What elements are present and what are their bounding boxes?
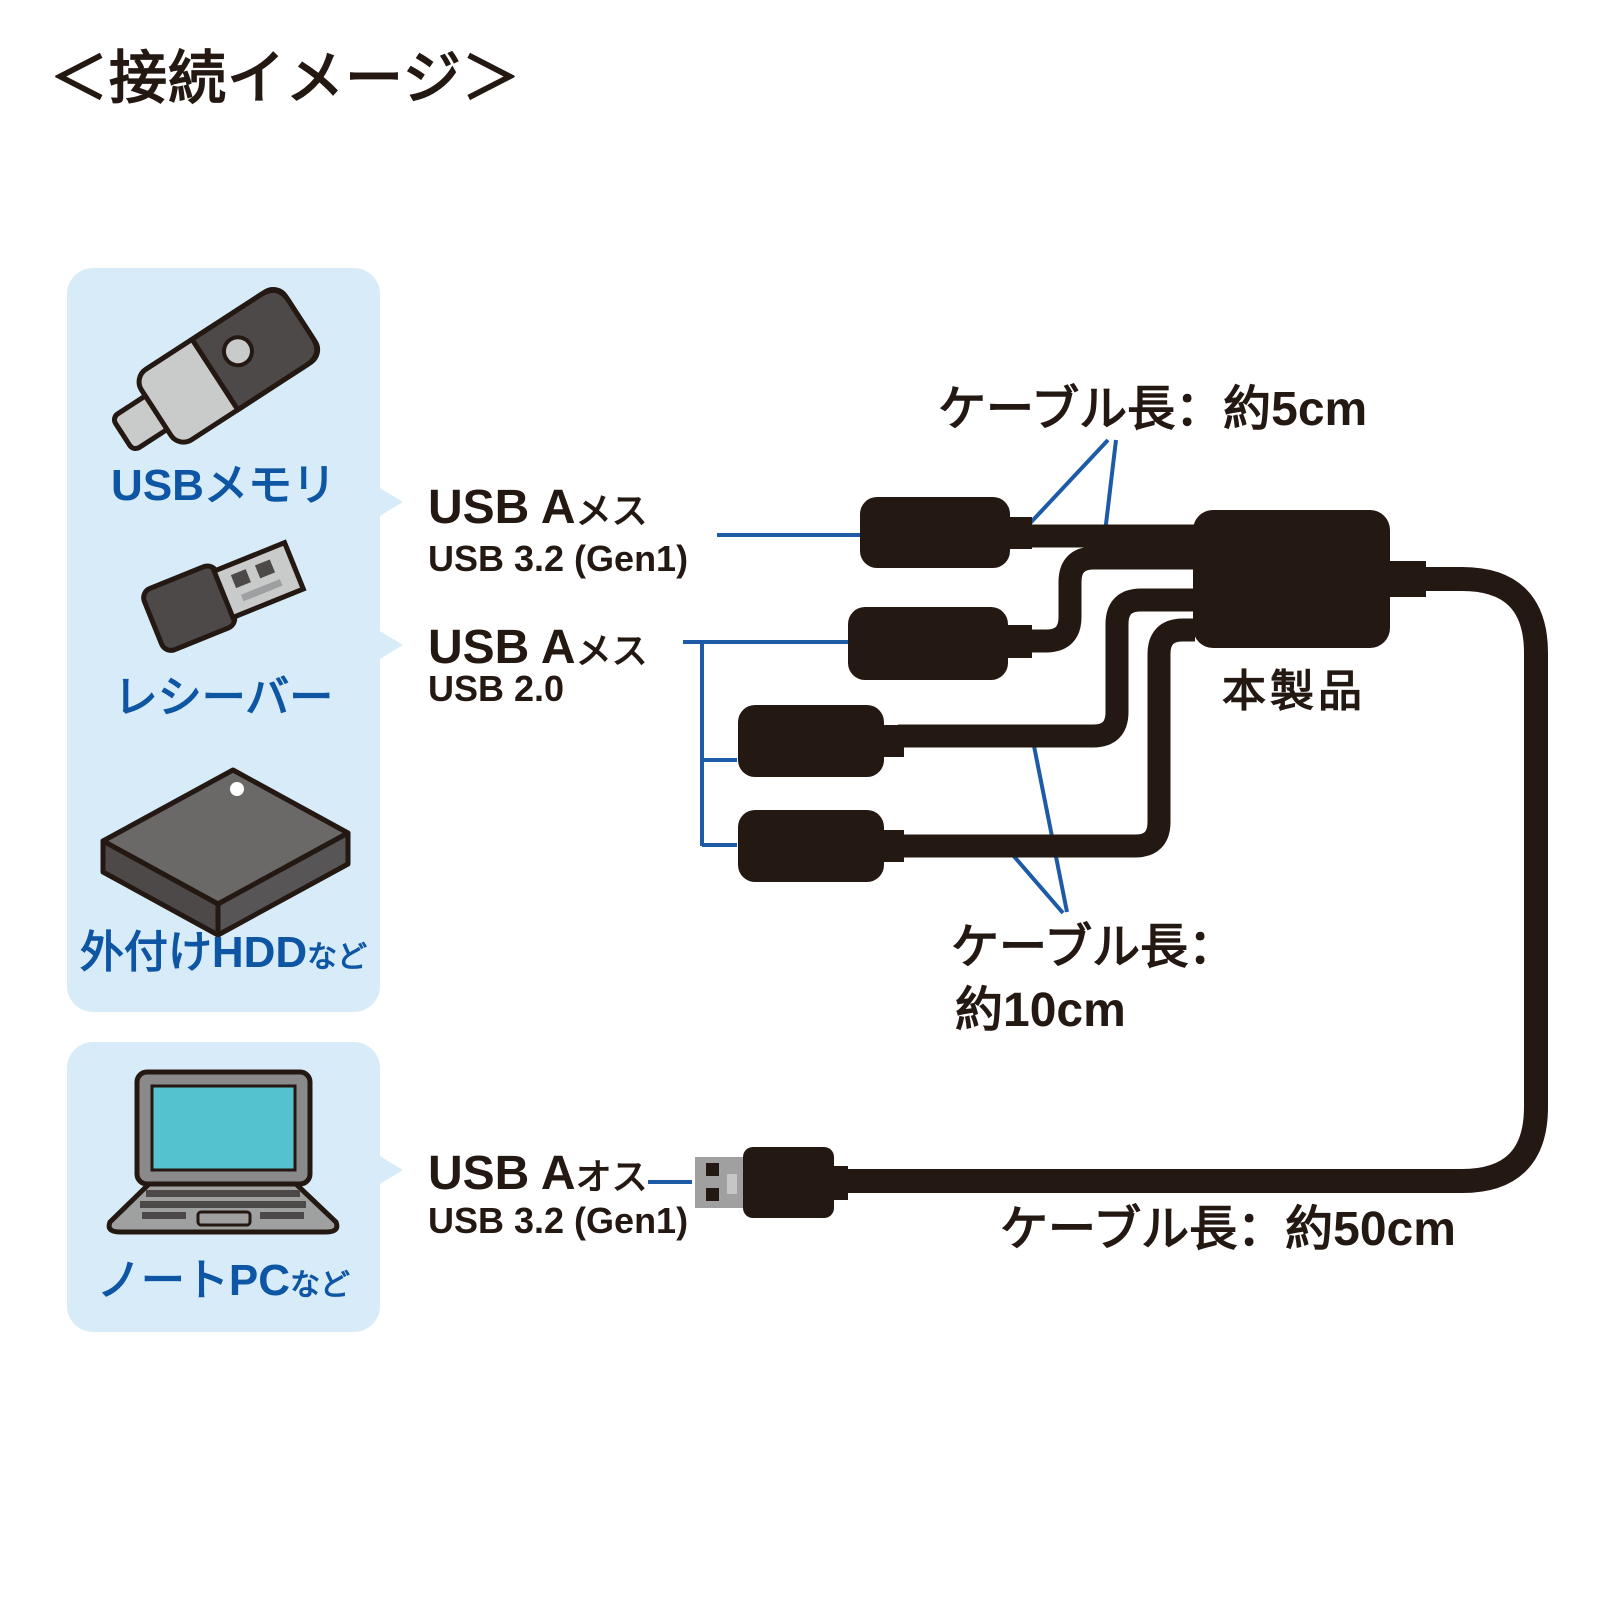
product-label: 本製品: [1222, 667, 1366, 716]
cable10cm-pointer-lines: [1003, 740, 1069, 915]
page-title: ＜接続イメージ＞: [50, 46, 521, 111]
hub-body: [1193, 510, 1390, 648]
cable5cm-pointer-lines: [1018, 438, 1118, 567]
hub-cable-stub: [1388, 561, 1426, 597]
label-laptop-suffix: など: [290, 1269, 351, 1302]
panel-arrows: [378, 487, 403, 1185]
female-connector-3-tip: [880, 725, 904, 757]
port2-label: USB Aメス: [428, 624, 648, 672]
label-usb-memory: USBメモリ: [67, 464, 380, 508]
port2-spec: USB 2.0: [428, 668, 565, 709]
female-connector-3: [738, 705, 884, 777]
cable-port3: [898, 588, 1195, 748]
port1-latin: USB A: [428, 481, 576, 534]
note-cable-50cm: ケーブル長：約50cm: [1000, 1203, 1456, 1256]
hub-body-group: [1193, 510, 1426, 648]
arrow-to-port1-icon: [378, 487, 403, 517]
hub-cables: [898, 524, 1195, 858]
port3-latin: USB A: [428, 1147, 576, 1200]
arrow-to-port3-icon: [378, 1155, 403, 1185]
label-receiver-text: レシーバー: [113, 673, 334, 722]
label-external-hdd: 外付けHDDなど: [67, 931, 380, 975]
label-laptop: ノートPCなど: [67, 1259, 380, 1303]
cable-port4: [898, 618, 1195, 858]
port3-spec: USB 3.2 (Gen1): [428, 1200, 689, 1241]
port2-bracket-line: [683, 640, 850, 847]
port1-spec: USB 3.2 (Gen1): [428, 538, 689, 579]
device-panel-peripherals: [67, 268, 380, 1012]
port1-label: USB Aメス: [428, 484, 648, 532]
note-cable-10cm-line1: ケーブル長：: [951, 921, 1237, 974]
female-connector-2-tip: [1004, 625, 1032, 658]
label-receiver: レシーバー: [67, 676, 380, 720]
label-external-hdd-suffix: など: [307, 941, 368, 974]
port2-latin: USB A: [428, 621, 576, 674]
port1-kana: メス: [575, 490, 648, 531]
label-laptop-text: ノートPC: [96, 1256, 291, 1305]
note-cable-10cm-line2: 約10cm: [955, 984, 1126, 1037]
female-connector-1: [860, 497, 1010, 568]
usb-a-female-connectors: [738, 497, 1032, 882]
note-cable-5cm: ケーブル長：約5cm: [938, 383, 1368, 436]
female-connector-4: [738, 810, 884, 882]
port3-label: USB Aオス: [428, 1150, 648, 1198]
main-cable-50cm: [846, 567, 1548, 1193]
port2-kana: メス: [575, 630, 648, 671]
label-usb-memory-text: USBメモリ: [111, 461, 336, 510]
female-connector-2: [848, 607, 1008, 680]
usb-a-male-connector: [695, 1147, 848, 1218]
female-connector-1-tip: [1006, 517, 1032, 549]
arrow-to-port2-icon: [378, 630, 403, 660]
annotation-lines: [648, 438, 1118, 1184]
female-connector-4-tip: [880, 830, 904, 862]
cable-port2: [1026, 546, 1195, 653]
label-external-hdd-text: 外付けHDD: [79, 928, 308, 977]
port3-kana: オス: [575, 1156, 648, 1197]
